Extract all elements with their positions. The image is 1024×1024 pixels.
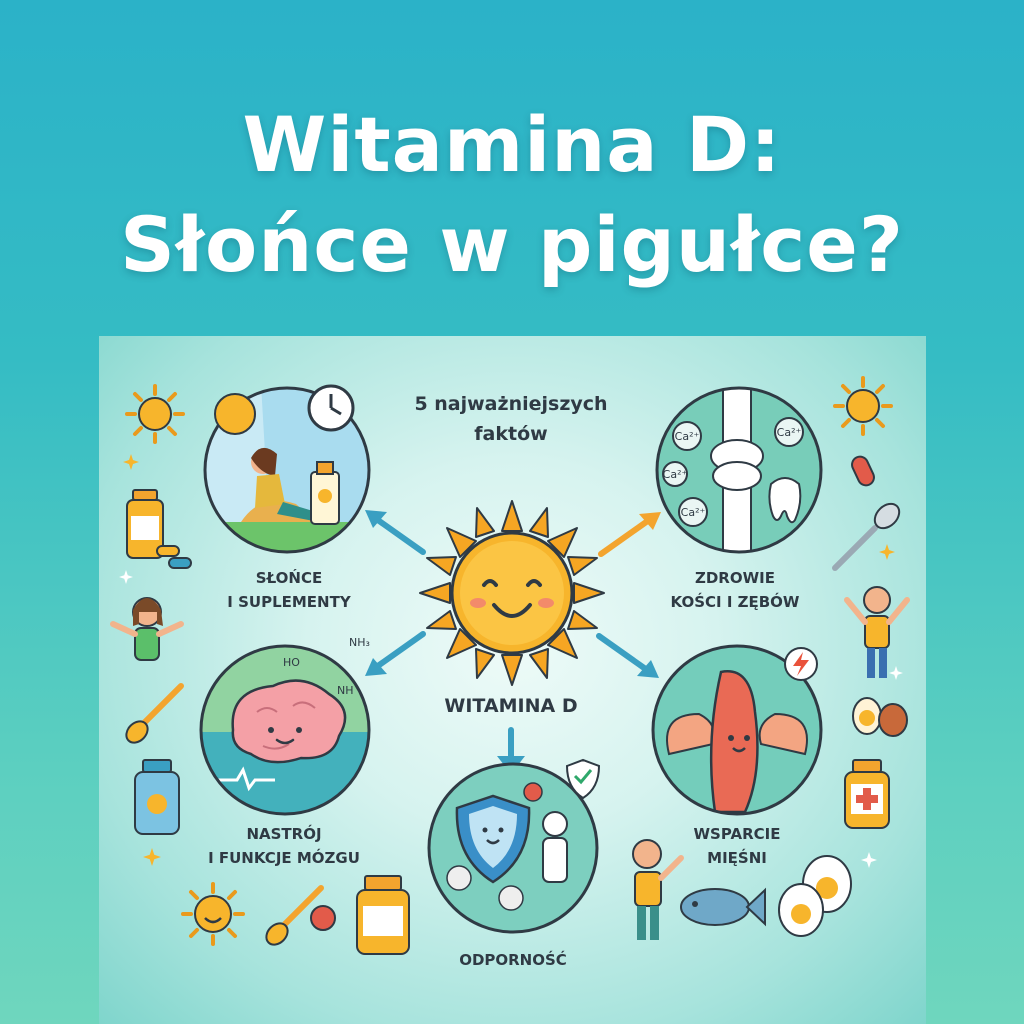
- pill-icon: [851, 455, 875, 487]
- sun-icon: [125, 384, 185, 444]
- sparkle-icon: [889, 666, 903, 680]
- svg-text:NH₃: NH₃: [349, 636, 370, 649]
- center-label: WITAMINA D: [444, 695, 578, 717]
- fish-icon: [680, 887, 766, 927]
- happy-boy-icon: [844, 586, 910, 678]
- bone-and-tooth-icon: Ca²⁺ Ca²⁺ Ca²⁺ Ca²⁺: [655, 386, 823, 554]
- sparkle-icon: [879, 544, 895, 560]
- smiling-sun-icon: [419, 500, 605, 686]
- svg-text:Ca²⁺: Ca²⁺: [681, 506, 706, 519]
- sun-and-person-icon: [203, 384, 371, 554]
- energy-icon: [784, 647, 818, 681]
- supplement-bottle-icon: [844, 759, 890, 829]
- capsules-icon: [156, 545, 192, 569]
- sun-icon: [214, 393, 256, 435]
- supplement-bottle-icon: [134, 759, 180, 835]
- svg-text:HO: HO: [283, 656, 300, 669]
- svg-text:Ca²⁺: Ca²⁺: [663, 468, 688, 481]
- sparkle-icon: [143, 848, 161, 866]
- spoon-icon: [125, 683, 184, 744]
- sparkle-icon: [861, 852, 877, 868]
- svg-text:Ca²⁺: Ca²⁺: [777, 426, 802, 439]
- supplement-bottle-icon: [356, 875, 410, 955]
- brain-icon: HO NH NH₃: [199, 636, 371, 816]
- topic-label-bones: ZDROWIE KOŚCI I ZĘBÓW: [670, 569, 800, 611]
- topic-label-brain: NASTRÓJ I FUNKCJE MÓZGU: [208, 825, 360, 867]
- spoon-icon: [832, 502, 901, 571]
- topic-label-immunity: ODPORNOŚĆ: [459, 951, 567, 969]
- arrow-to-bones-circle: [598, 512, 661, 557]
- check-shield-icon: [565, 758, 601, 800]
- shield-icon: [427, 758, 601, 934]
- sun-icon: [833, 376, 893, 436]
- nuts-icon: [852, 697, 908, 737]
- page-title: Witamina D: Słońce w pigułce?: [120, 100, 904, 289]
- pill-icon: [310, 905, 336, 931]
- svg-text:NH: NH: [337, 684, 354, 697]
- sparkle-icon: [123, 454, 139, 470]
- spoon-icon: [265, 885, 324, 946]
- facts-subtitle: 5 najważniejszych faktów: [414, 393, 608, 445]
- happy-girl-icon: [110, 597, 184, 661]
- arrow-to-brain-circle: [365, 631, 426, 676]
- sparkle-icon: [119, 570, 133, 584]
- waving-person-icon: [632, 839, 684, 940]
- topic-label-sun: SŁOŃCE I SUPLEMENTY: [227, 569, 351, 611]
- supplement-bottle-icon: [126, 489, 164, 559]
- clock-icon: [307, 384, 355, 432]
- muscle-icon: [651, 644, 823, 816]
- topic-label-muscle: WSPARCIE MIĘŚNI: [693, 825, 781, 867]
- svg-text:Ca²⁺: Ca²⁺: [675, 430, 700, 443]
- sun-icon: [181, 882, 245, 946]
- virus-icon: [523, 782, 543, 802]
- arrow-to-muscle-circle: [596, 633, 659, 678]
- arrow-to-sun-circle: [365, 510, 426, 555]
- egg-icon: [778, 855, 852, 937]
- infographic-panel: 5 najważniejszych faktów: [99, 336, 926, 1024]
